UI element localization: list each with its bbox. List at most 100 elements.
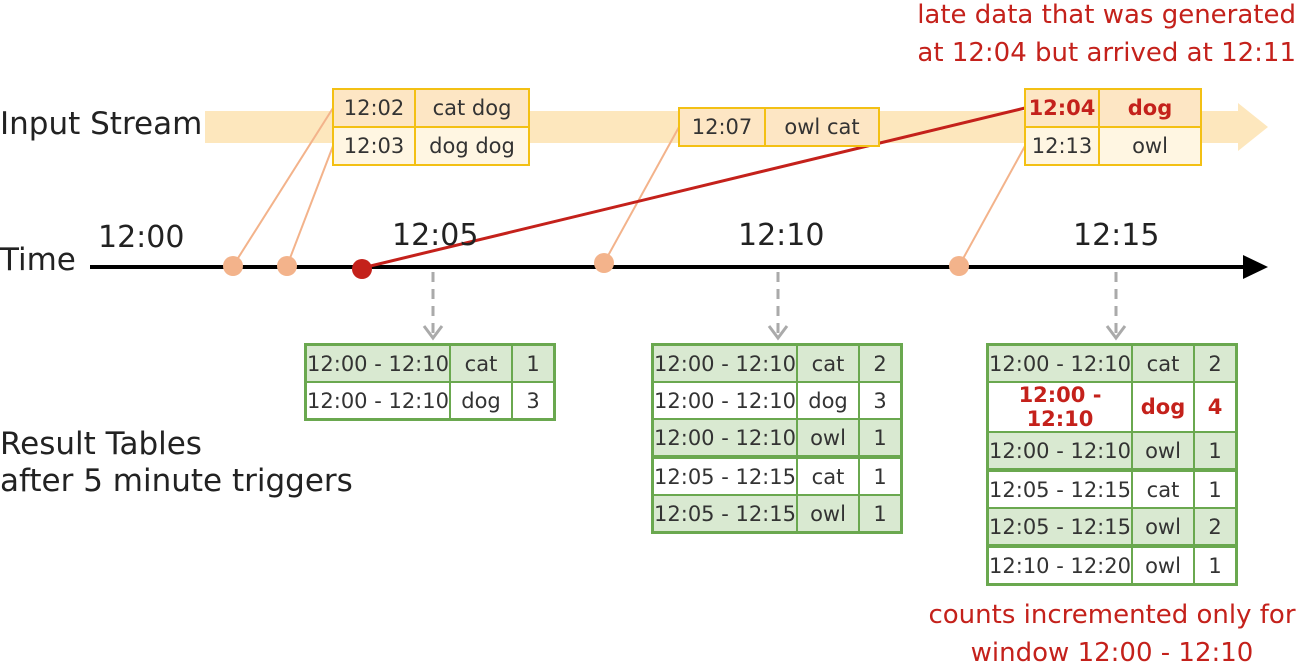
result-row: 12:00 - 12:10 cat 2 (651, 343, 903, 383)
time-tick-label: 12:10 (738, 218, 825, 253)
event-words: owl (1098, 126, 1202, 166)
result-window: 12:05 - 12:15 (651, 455, 798, 496)
event-row: 12:07 owl cat (678, 107, 880, 147)
event-connector (286, 145, 334, 267)
event-words: cat dog (414, 88, 530, 128)
result-window: 12:00 - 12:10 (304, 381, 451, 421)
trigger-arrow (422, 272, 444, 341)
event-row: 12:03 dog dog (332, 126, 530, 166)
result-row: 12:00 - 12:10 dog 3 (651, 381, 903, 420)
result-row: 12:05 - 12:15 cat 1 (986, 468, 1238, 509)
result-window: 12:00 - 12:10 (304, 343, 451, 383)
result-window: 12:00 - 12:10 (651, 343, 798, 383)
result-row: 12:05 - 12:15 owl 1 (651, 494, 903, 534)
result-window: 12:00 - 12:10 (651, 418, 798, 458)
result-count: 3 (511, 381, 556, 421)
late-event-connector (361, 106, 1026, 270)
input-event-box: 12:02 cat dog 12:03 dog dog (332, 88, 530, 166)
result-count: 1 (511, 343, 556, 383)
time-tick-label: 12:00 (98, 220, 185, 255)
result-word: dog (449, 381, 513, 421)
result-table-1205: 12:00 - 12:10 cat 1 12:00 - 12:10 dog 3 (304, 343, 556, 421)
event-time: 12:13 (1024, 126, 1100, 166)
result-window: 12:05 - 12:15 (986, 468, 1133, 509)
late-data-annotation-line2: at 12:04 but arrived at 12:11 (917, 38, 1296, 68)
result-window: 12:10 - 12:20 (986, 544, 1133, 586)
event-dot (949, 256, 969, 276)
event-connector (232, 107, 334, 267)
event-words: dog (1098, 88, 1202, 128)
event-dot (594, 253, 614, 273)
late-event-row: 12:04 dog (1024, 88, 1202, 128)
result-table-1210: 12:00 - 12:10 cat 2 12:00 - 12:10 dog 3 … (651, 343, 903, 534)
event-time: 12:03 (332, 126, 416, 166)
result-word: owl (1131, 544, 1195, 586)
input-stream-label: Input Stream (0, 106, 203, 142)
event-words: owl cat (764, 107, 880, 147)
result-word: owl (1131, 507, 1195, 547)
result-table-1215: 12:00 - 12:10 cat 2 12:00 - 12:10 dog 4 … (986, 343, 1238, 586)
result-count: 1 (1193, 468, 1238, 509)
result-window: 12:00 - 12:10 (651, 381, 798, 420)
result-tables-label-line2: after 5 minute triggers (0, 463, 353, 500)
result-count: 2 (858, 343, 903, 383)
event-row: 12:13 owl (1024, 126, 1202, 166)
result-count: 3 (858, 381, 903, 420)
result-row: 12:00 - 12:10 owl 1 (986, 431, 1238, 471)
result-window: 12:05 - 12:15 (651, 494, 798, 534)
result-row: 12:00 - 12:10 cat 2 (986, 343, 1238, 383)
result-tables-label: Result Tables after 5 minute triggers (0, 426, 353, 500)
result-window: 12:00 - 12:10 (986, 431, 1133, 471)
result-count: 2 (1193, 343, 1238, 383)
event-dot (223, 256, 243, 276)
result-word: cat (1131, 468, 1195, 509)
counts-annotation-line1: counts incremented only for (928, 600, 1296, 630)
result-word: dog (1131, 381, 1195, 433)
counts-annotation-line2: window 12:00 - 12:10 (970, 638, 1254, 668)
result-tables-label-line1: Result Tables (0, 426, 202, 462)
late-event-dot (352, 259, 372, 279)
result-row: 12:10 - 12:20 owl 1 (986, 544, 1238, 586)
trigger-arrow (1105, 272, 1127, 341)
result-count: 2 (1193, 507, 1238, 547)
result-word: cat (796, 455, 860, 496)
trigger-arrow (767, 272, 789, 341)
event-time: 12:04 (1024, 88, 1100, 128)
result-count: 1 (1193, 431, 1238, 471)
event-words: dog dog (414, 126, 530, 166)
result-row: 12:05 - 12:15 owl 2 (986, 507, 1238, 547)
event-connector (958, 145, 1026, 267)
result-row: 12:00 - 12:10 dog 3 (304, 381, 556, 421)
result-count: 4 (1193, 381, 1238, 433)
result-word: cat (1131, 343, 1195, 383)
result-count: 1 (858, 494, 903, 534)
result-window: 12:00 - 12:10 (986, 381, 1133, 433)
event-row: 12:02 cat dog (332, 88, 530, 128)
result-count: 1 (858, 455, 903, 496)
event-dot (277, 256, 297, 276)
late-data-annotation-line1: late data that was generated (917, 0, 1296, 30)
event-time: 12:02 (332, 88, 416, 128)
result-word: owl (796, 494, 860, 534)
time-axis-arrowhead (1243, 255, 1268, 279)
input-event-box: 12:04 dog 12:13 owl (1024, 88, 1202, 166)
result-row: 12:00 - 12:10 owl 1 (651, 418, 903, 458)
result-word: cat (449, 343, 513, 383)
event-connector (603, 126, 680, 264)
event-time: 12:07 (678, 107, 766, 147)
time-label: Time (0, 242, 76, 278)
result-row: 12:05 - 12:15 cat 1 (651, 455, 903, 496)
result-word: cat (796, 343, 860, 383)
result-row-highlighted: 12:00 - 12:10 dog 4 (986, 381, 1238, 433)
result-window: 12:05 - 12:15 (986, 507, 1133, 547)
time-tick-label: 12:05 (392, 218, 479, 253)
late-data-annotation: late data that was generated at 12:04 bu… (917, 0, 1296, 72)
result-word: owl (1131, 431, 1195, 471)
result-word: owl (796, 418, 860, 458)
result-count: 1 (858, 418, 903, 458)
result-window: 12:00 - 12:10 (986, 343, 1133, 383)
result-count: 1 (1193, 544, 1238, 586)
counts-annotation: counts incremented only for window 12:00… (914, 596, 1302, 672)
result-row: 12:00 - 12:10 cat 1 (304, 343, 556, 383)
result-word: dog (796, 381, 860, 420)
